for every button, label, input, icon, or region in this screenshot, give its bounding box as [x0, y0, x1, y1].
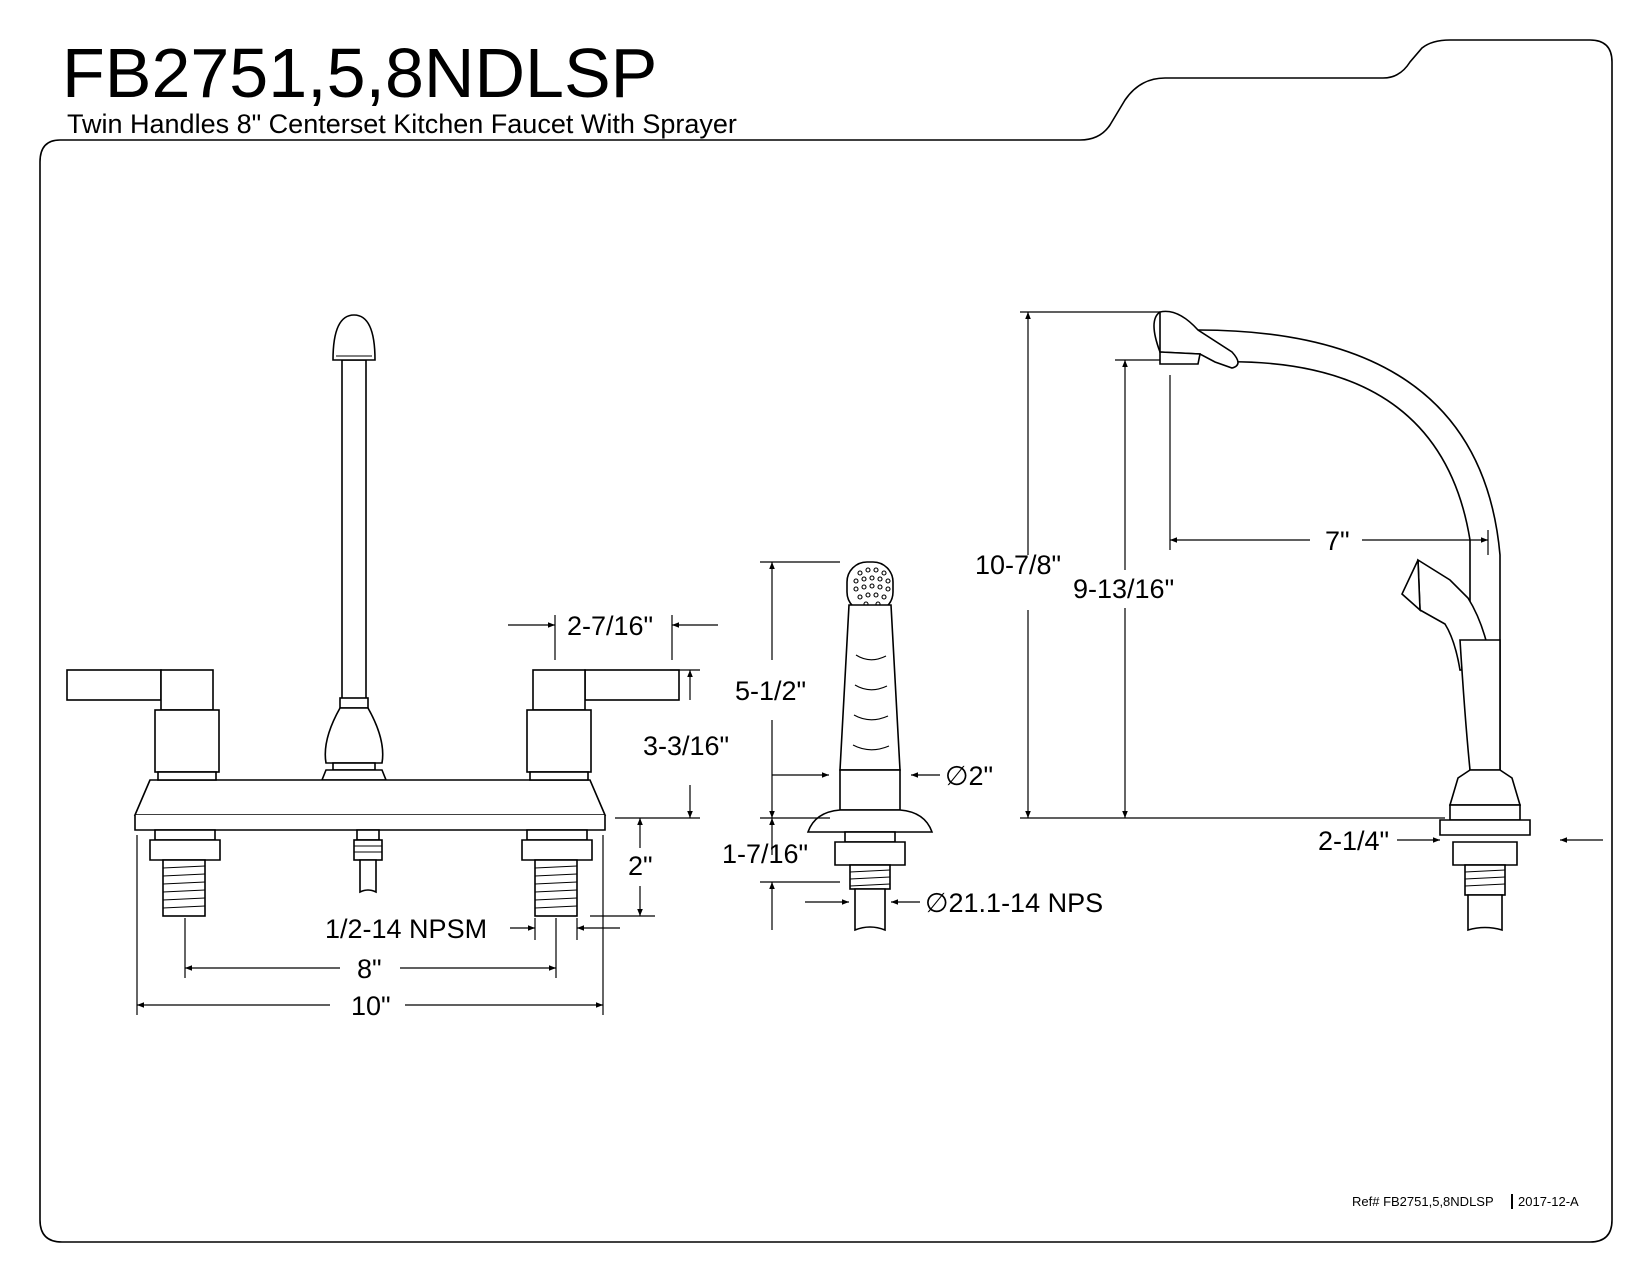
- dim-handle-height: 3-3/16": [643, 731, 729, 761]
- dim-overall-width: 10": [351, 991, 391, 1021]
- dim-shank-length: 2": [628, 851, 653, 881]
- dim-spout-height: 9-13/16": [1073, 574, 1174, 604]
- revision-code: 2017-12-A: [1518, 1194, 1579, 1209]
- front-view-dimensions: 2-7/16" 3-3/16" 2" 1/2-14 NPSM 8" 10": [136, 611, 729, 1021]
- sheet-frame: [39, 39, 1613, 1243]
- faucet-side-view: [1153, 310, 1531, 932]
- side-sprayer: [806, 561, 934, 932]
- reference-block: Ref# FB2751,5,8NDLSP 2017-12-A: [1352, 1194, 1579, 1209]
- faucet-front-view: [66, 314, 680, 917]
- dim-sprayer-diameter: ∅2": [945, 761, 993, 791]
- reference-number: Ref# FB2751,5,8NDLSP: [1352, 1194, 1494, 1209]
- dim-handle-spread: 2-7/16": [567, 611, 653, 641]
- product-description: Twin Handles 8" Centerset Kitchen Faucet…: [67, 109, 737, 139]
- dim-supply-thread: 1/2-14 NPSM: [325, 914, 487, 944]
- dim-sprayer-height: 5-1/2": [735, 676, 806, 706]
- dim-sprayer-shank: 1-7/16": [722, 839, 808, 869]
- sprayer-dimensions: 5-1/2" ∅2" 1-7/16" ∅21.1-14 NPS: [722, 561, 1103, 930]
- dim-sprayer-thread: ∅21.1-14 NPS: [925, 888, 1103, 918]
- dim-base-width: 2-1/4": [1318, 826, 1389, 856]
- dim-overall-height: 10-7/8": [975, 550, 1061, 580]
- side-view-dimensions: 10-7/8" 9-13/16" 7" 2-1/4": [975, 311, 1603, 856]
- model-title: FB2751,5,8NDLSP: [62, 34, 657, 112]
- dim-spout-reach: 7": [1325, 526, 1350, 556]
- dim-center-spacing: 8": [357, 954, 382, 984]
